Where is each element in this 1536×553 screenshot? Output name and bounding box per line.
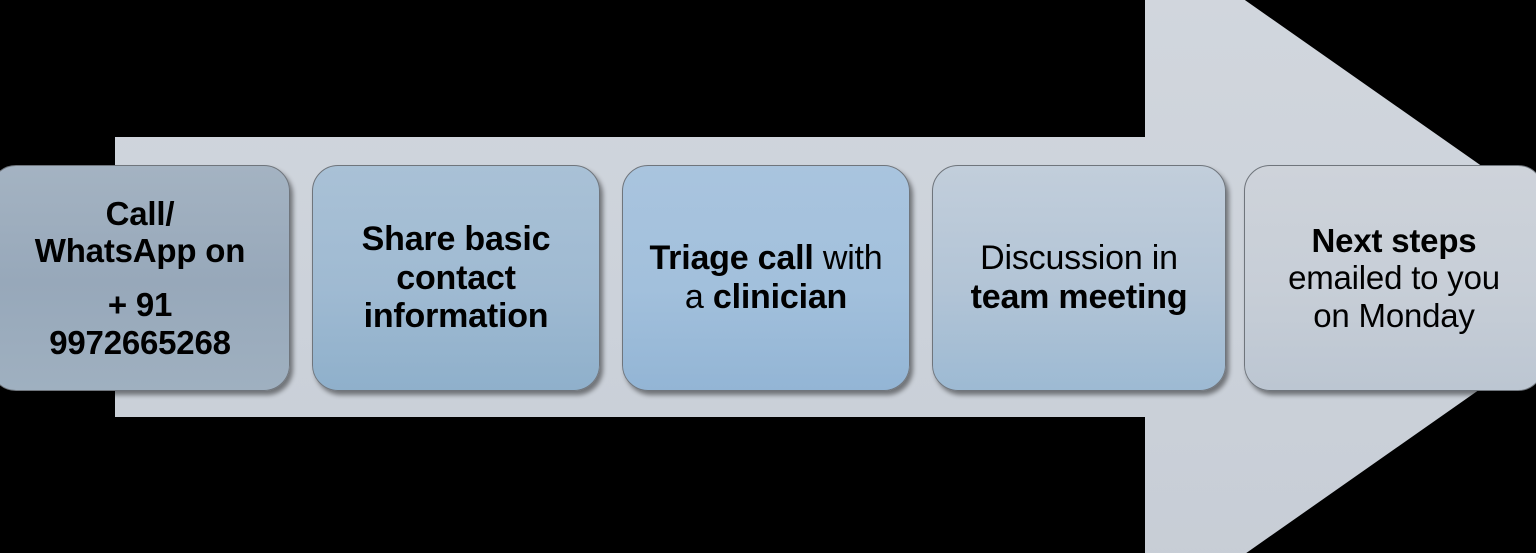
step-1-line-1: Call/ (105, 194, 175, 232)
step-4-line-2: team meeting (970, 278, 1188, 316)
step-3-line-2: a clinician (685, 278, 847, 317)
step-5-line-1: Next steps (1311, 221, 1477, 259)
step-3-line-2-emphasis: clinician (712, 278, 848, 316)
step-3-line-1-rest: with (813, 239, 883, 278)
step-3-line-2-rest: a (684, 278, 713, 316)
step-1-line-4: 9972665268 (49, 323, 231, 361)
step-1-line-3: + 91 (107, 286, 173, 323)
process-steps-row: Call/ WhatsApp on + 91 9972665268 Share … (0, 165, 1536, 391)
process-step-4[interactable]: Discussion in team meeting (932, 165, 1226, 391)
step-3-line-1: Triage call with (649, 239, 882, 278)
process-step-1[interactable]: Call/ WhatsApp on + 91 9972665268 (0, 165, 290, 391)
step-2-line-3: information (363, 297, 549, 336)
step-2-line-2: contact (396, 258, 516, 297)
process-step-3[interactable]: Triage call with a clinician (622, 165, 910, 391)
step-1-line-2: WhatsApp on (34, 232, 246, 270)
process-step-2[interactable]: Share basic contact information (312, 165, 600, 391)
step-5-line-3: on Monday (1313, 296, 1475, 334)
process-step-5[interactable]: Next steps emailed to you on Monday (1244, 165, 1536, 391)
step-3-line-1-emphasis: Triage call (649, 239, 814, 278)
step-5-line-2: emailed to you (1288, 259, 1500, 297)
step-4-line-1: Discussion in (980, 239, 1178, 278)
step-2-line-1: Share basic (361, 219, 551, 258)
